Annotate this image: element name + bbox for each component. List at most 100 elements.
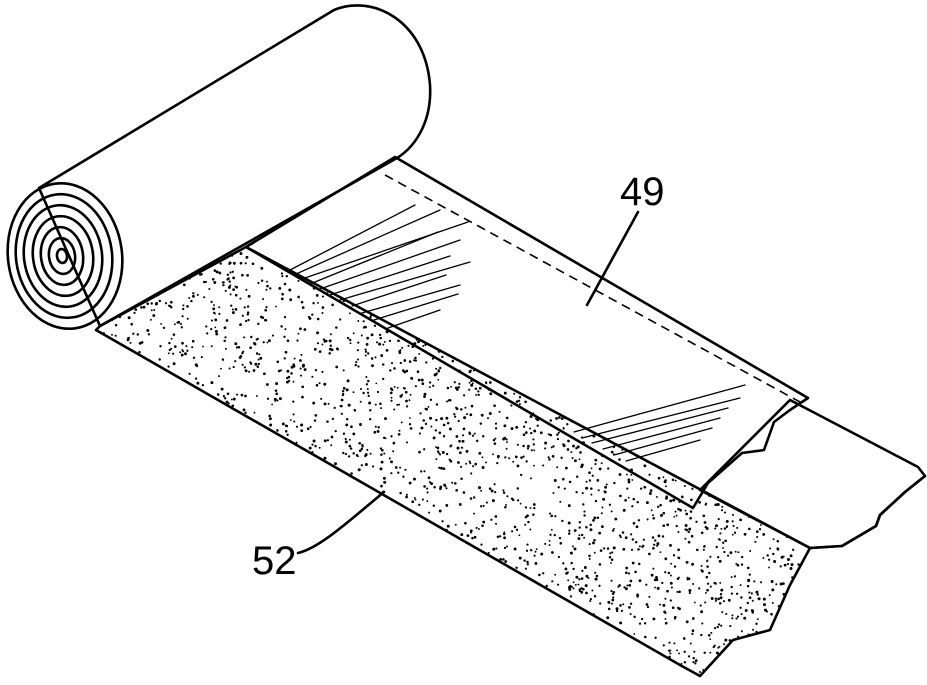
stipple-dot xyxy=(671,478,675,482)
stipple-dot xyxy=(653,543,656,546)
stipple-dot xyxy=(519,473,523,477)
stipple-dot xyxy=(550,528,553,531)
stipple-dot xyxy=(236,393,239,396)
stipple-dot xyxy=(369,452,372,455)
stipple-dot xyxy=(762,557,765,559)
stipple-dot xyxy=(198,273,202,276)
stipple-dot xyxy=(606,547,610,550)
stipple-dot xyxy=(257,358,260,361)
stipple-dot xyxy=(428,386,431,389)
stipple-dot xyxy=(730,585,733,589)
stipple-dot xyxy=(656,542,660,546)
stipple-dot xyxy=(533,449,536,452)
stipple-dot xyxy=(371,364,374,368)
stipple-dot xyxy=(553,533,556,537)
stipple-dot xyxy=(578,458,581,461)
stipple-dot xyxy=(588,471,591,475)
stipple-dot xyxy=(797,563,800,566)
stipple-dot xyxy=(719,592,723,596)
stipple-dot xyxy=(348,312,351,315)
stipple-dot xyxy=(360,334,363,337)
stipple-dot xyxy=(221,281,225,284)
stipple-dot xyxy=(327,291,329,293)
stipple-dot xyxy=(250,335,253,339)
stipple-dot xyxy=(732,524,735,527)
stipple-dot xyxy=(465,449,469,453)
stipple-dot xyxy=(733,575,737,578)
stipple-dot xyxy=(515,566,518,570)
stipple-dot xyxy=(723,511,727,514)
stipple-dot xyxy=(599,602,602,605)
stipple-dot xyxy=(524,400,527,404)
stipple-dot xyxy=(709,585,712,588)
stipple-dot xyxy=(278,286,282,290)
stipple-dot xyxy=(202,280,206,284)
stipple-dot xyxy=(669,581,673,585)
stipple-dot xyxy=(471,434,475,437)
stipple-dot xyxy=(167,365,170,368)
stipple-dot xyxy=(384,417,387,421)
stipple-dot xyxy=(263,372,266,376)
stipple-dot xyxy=(469,497,473,500)
stipple-dot xyxy=(186,349,189,352)
stipple-dot xyxy=(172,352,175,355)
stipple-dot xyxy=(690,498,693,502)
stipple-dot xyxy=(779,582,783,586)
stipple-dot xyxy=(572,567,575,571)
stipple-dot xyxy=(461,439,465,443)
stipple-dot xyxy=(422,419,425,422)
stipple-dot xyxy=(631,538,635,541)
stipple-dot xyxy=(698,670,701,674)
stipple-dot xyxy=(782,592,786,596)
stipple-dot xyxy=(464,521,467,525)
stipple-dot xyxy=(345,423,349,427)
stipple-dot xyxy=(524,567,527,570)
stipple-dot xyxy=(184,352,187,356)
stipple-dot xyxy=(772,552,775,556)
stipple-dot xyxy=(150,309,153,312)
stipple-dot xyxy=(375,382,378,385)
stipple-dot xyxy=(638,579,642,583)
stipple-dot xyxy=(687,540,691,544)
stipple-dot xyxy=(302,363,305,367)
stipple-dot xyxy=(713,581,716,585)
stipple-dot xyxy=(246,311,250,315)
stipple-dot xyxy=(525,460,528,463)
stipple-dot xyxy=(704,503,707,506)
stipple-dot xyxy=(228,261,232,265)
stipple-dot xyxy=(558,536,562,540)
stipple-dot xyxy=(352,332,355,335)
stipple-dot xyxy=(301,395,304,399)
stipple-dot xyxy=(375,341,379,344)
stipple-dot xyxy=(575,475,579,478)
stipple-dot xyxy=(275,382,279,386)
stipple-dot xyxy=(414,356,417,360)
stipple-dot xyxy=(534,417,537,420)
stipple-dot xyxy=(611,598,615,602)
stipple-dot xyxy=(515,400,519,403)
stipple-dot xyxy=(435,446,437,448)
stipple-dot xyxy=(752,628,755,631)
stipple-dot xyxy=(460,477,463,480)
stipple-dot xyxy=(179,322,183,326)
stipple-dot xyxy=(508,457,511,460)
stipple-dot xyxy=(228,280,231,283)
stipple-dot xyxy=(618,584,621,587)
stipple-dot xyxy=(594,571,597,574)
stipple-dot xyxy=(458,439,461,443)
stipple-dot xyxy=(287,375,291,379)
stipple-dot xyxy=(662,644,665,647)
stipple-dot xyxy=(615,609,619,613)
stipple-dot xyxy=(577,537,581,541)
stipple-dot xyxy=(599,549,603,552)
stipple-dot xyxy=(366,336,369,340)
stipple-dot xyxy=(637,548,640,551)
stipple-dot xyxy=(643,464,647,468)
stipple-dot xyxy=(321,370,324,373)
stipple-dot xyxy=(380,407,383,410)
stipple-dot xyxy=(227,285,231,289)
stipple-dot xyxy=(638,622,642,625)
stipple-dot xyxy=(168,348,171,352)
stipple-dot xyxy=(200,356,203,359)
stipple-dot xyxy=(656,544,659,547)
